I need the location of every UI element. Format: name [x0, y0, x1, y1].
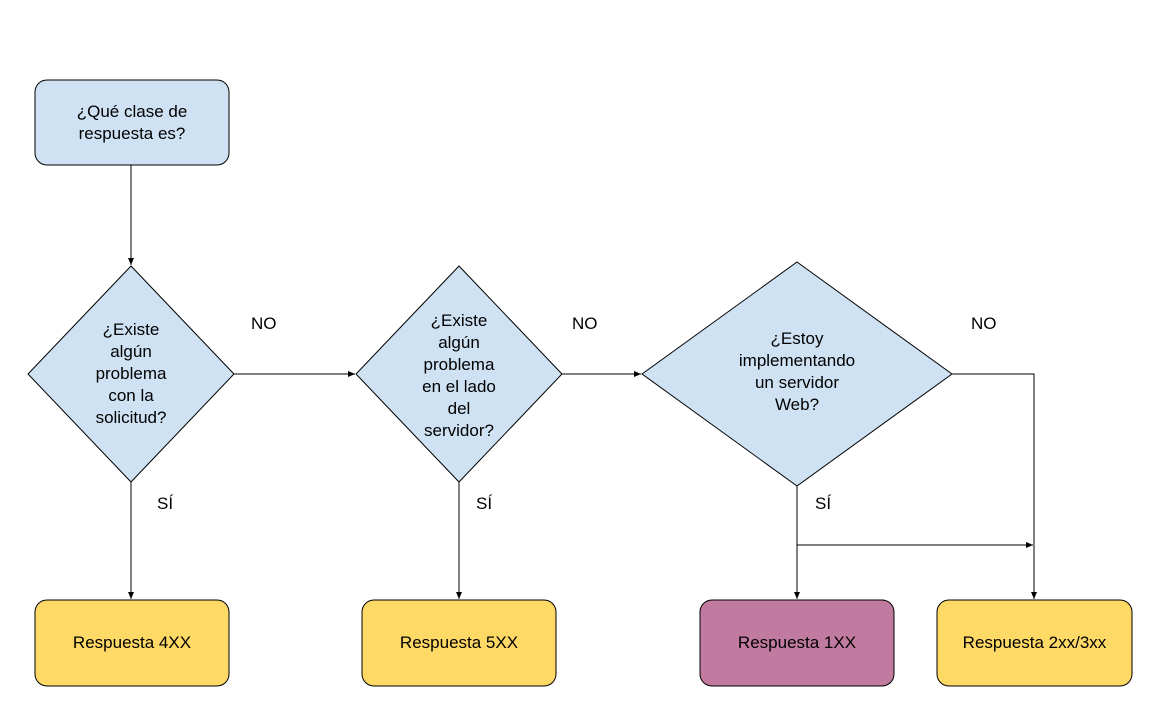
start-label: ¿Qué clase de respuesta es?: [76, 101, 188, 143]
start-box: [34, 79, 230, 166]
edge-label-server-no: NO: [572, 314, 598, 333]
edge-label-request-no: NO: [251, 314, 277, 333]
result-4xx-box: [34, 599, 230, 687]
result-1xx-label: Respuesta 1XX: [737, 633, 857, 652]
edge-label-server-yes: SÍ: [476, 494, 493, 513]
edge-label-request-yes: SÍ: [157, 494, 174, 513]
decision-request-label: ¿Existe algún problema con la solicitud?: [95, 320, 167, 427]
decision-server-label: ¿Existe algún problema en el lado del se…: [422, 311, 496, 440]
result-5xx-label: Respuesta 5XX: [399, 633, 519, 652]
result-2xx-3xx-label: Respuesta 2xx/3xx: [962, 633, 1107, 652]
result-1xx-box: [699, 599, 895, 687]
edge-webserver-no: [952, 373, 1037, 599]
result-5xx-box: [361, 599, 557, 687]
edge-label-webserver-yes: SÍ: [815, 494, 832, 513]
result-2xx-3xx-box: [936, 599, 1133, 687]
edge-label-webserver-no: NO: [971, 314, 997, 333]
result-4xx-label: Respuesta 4XX: [72, 633, 192, 652]
decision-webserver-label: ¿Estoy implementando un servidor Web?: [738, 329, 856, 414]
